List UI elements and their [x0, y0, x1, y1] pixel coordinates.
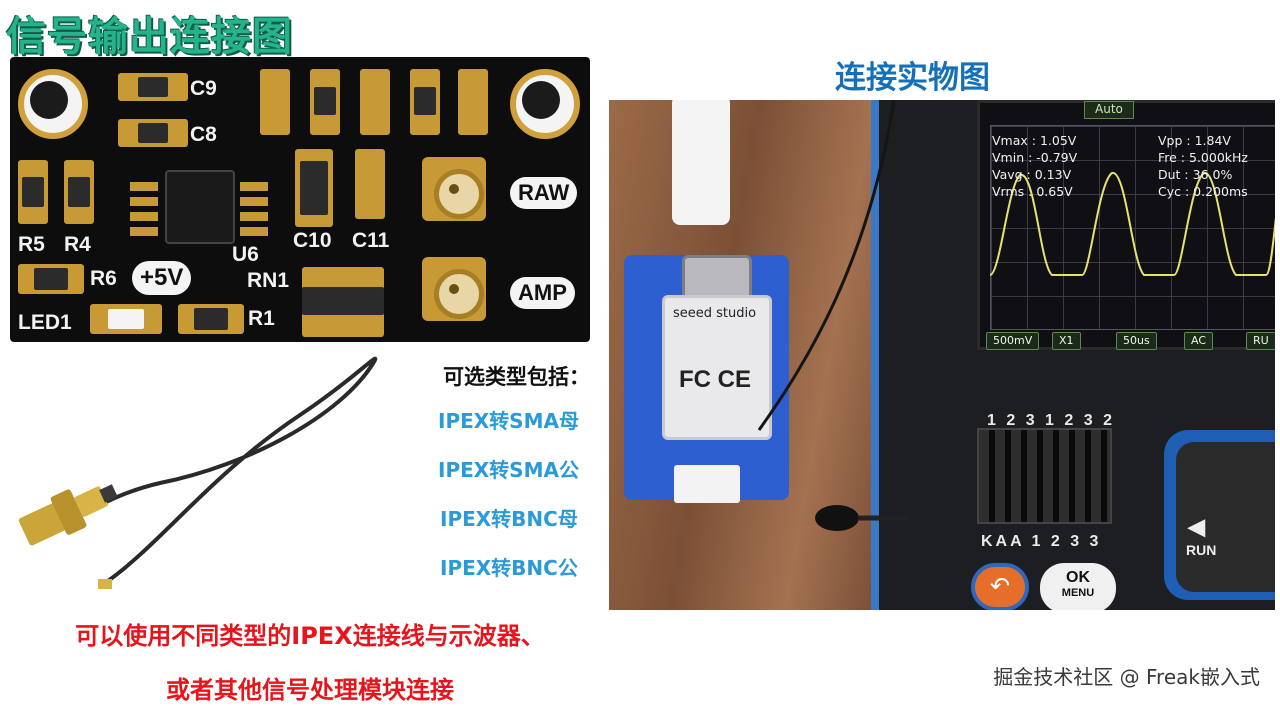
u6-label: U6 [232, 243, 259, 266]
photo-title: 连接实物图 [835, 60, 990, 96]
switch-block [977, 428, 1112, 524]
note-line-1: 可以使用不同类型的IPEX连接线与示波器、 [75, 622, 545, 650]
run-label: RUN [1186, 542, 1217, 558]
r5-component [22, 177, 44, 207]
options-heading: 可选类型包括： [443, 365, 590, 389]
scope-screen: Auto Vmax : 1.05V Vmin : -0.79V Vavg : 0… [977, 100, 1275, 350]
r5-label: R5 [18, 233, 45, 256]
u6-pin [240, 197, 268, 206]
auto-mode-tab: Auto [1084, 101, 1134, 119]
vmax-readout: Vmax : 1.05V [992, 133, 1077, 148]
cycle-readout: Cyc : 0.200ms [1158, 184, 1248, 199]
page-title: 信号输出连接图 [6, 14, 293, 60]
coupling-button: AC [1184, 332, 1214, 350]
mounting-hole-left [18, 69, 88, 139]
pcb-board: C9 C8 R5 R4 U6 C10 C11 RAW AMP R6 +5V RN… [10, 57, 590, 342]
option-item: IPEX转SMA母 [438, 409, 579, 433]
waveform-trace [990, 172, 1275, 276]
ok-label: OK [1066, 569, 1090, 586]
r6-component [34, 268, 68, 290]
led1-label: LED1 [18, 311, 72, 334]
volts-div-button: 500mV [986, 332, 1040, 350]
probe-x1-button: X1 [1052, 332, 1081, 350]
u6-pin [130, 182, 158, 191]
duty-readout: Dut : 36.0% [1158, 167, 1233, 182]
vpp-readout: Vpp : 1.84V [1158, 133, 1231, 148]
vavg-readout: Vavg : 0.13V [992, 167, 1072, 182]
top-pad-5 [458, 69, 488, 135]
u6-pin [240, 227, 268, 236]
r6-label: R6 [90, 267, 117, 290]
note-line-2: 或者其他信号处理模块连接 [166, 676, 454, 704]
c11-label: C11 [352, 229, 390, 252]
left-arrow-icon: ◀ [1188, 514, 1205, 539]
plus5v-label: +5V [132, 261, 192, 295]
menu-label: MENU [1061, 587, 1095, 599]
u6-pin [130, 212, 158, 221]
led1-component [108, 309, 144, 329]
ipex-sma-cable-image [18, 356, 378, 589]
vrms-readout: Vrms : 0.65V [992, 184, 1073, 199]
channel-digits-top: 1 2 3 1 2 3 2 [987, 412, 1115, 429]
raw-label: RAW [510, 177, 578, 209]
seeed-brand: seeed studio [673, 306, 757, 321]
u6-pin [240, 182, 268, 191]
run-status-button: RU [1246, 332, 1275, 350]
option-item: IPEX转SMA公 [438, 458, 579, 482]
r1-component [194, 308, 228, 330]
u6-pin [240, 212, 268, 221]
r4-label: R4 [64, 233, 91, 256]
amp-label: AMP [510, 277, 575, 309]
usb-cable [672, 100, 730, 225]
seeed-module: seeed studio FC CE [662, 295, 772, 440]
top-pad-1 [260, 69, 290, 135]
c9-label: C9 [190, 77, 217, 100]
top-comp-4 [414, 87, 436, 115]
rn1-component [302, 287, 384, 315]
c10-component [300, 161, 328, 215]
c8-component [138, 123, 168, 143]
dpad: ◀ RUN [1164, 430, 1275, 600]
r4-component [68, 177, 90, 207]
u6-pin [130, 197, 158, 206]
footer-watermark: 掘金技术社区 @ Freak嵌入式 [993, 665, 1260, 689]
antenna-cable [757, 100, 909, 531]
channel-digits-bottom: KAA 1 2 3 3 [981, 533, 1102, 550]
oscilloscope: Auto Vmax : 1.05V Vmin : -0.79V Vavg : 0… [871, 100, 1275, 610]
ok-menu-button: OK MENU [1040, 563, 1116, 610]
c8-label: C8 [190, 123, 217, 146]
rn1-label: RN1 [247, 269, 290, 292]
connection-photo: seeed studio FC CE Auto Vmax : 1.05V Vmi… [609, 100, 1275, 610]
u6-chip [165, 170, 235, 244]
u6-pin [130, 227, 158, 236]
r1-label: R1 [248, 307, 275, 330]
c10-label: C10 [293, 229, 332, 252]
amp-ipex-connector [422, 257, 486, 321]
dpad-inner: ◀ RUN [1176, 442, 1275, 592]
vmin-readout: Vmin : -0.79V [992, 150, 1078, 165]
option-item: IPEX转BNC公 [440, 556, 578, 580]
top-pad-3 [360, 69, 390, 135]
raw-ipex-connector [422, 157, 486, 221]
fcce-marks: FC CE [679, 366, 751, 393]
back-arrow-icon: ↶ [971, 563, 1029, 610]
mounting-hole-right [510, 69, 580, 139]
top-comp-2 [314, 87, 336, 115]
option-item: IPEX转BNC母 [440, 507, 578, 531]
freq-readout: Fre : 5.000kHz [1158, 150, 1248, 165]
dev-board: seeed studio FC CE [624, 100, 789, 503]
c9-component [138, 77, 168, 97]
time-div-button: 50us [1116, 332, 1157, 350]
white-connector [674, 465, 740, 503]
c11-pad [355, 149, 385, 219]
